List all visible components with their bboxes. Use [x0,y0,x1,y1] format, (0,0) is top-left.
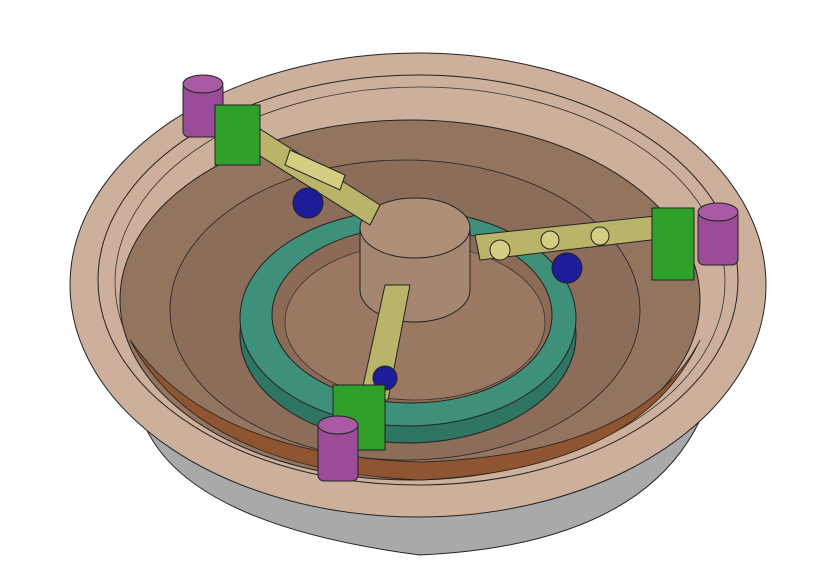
pivot [489,239,511,261]
purple-post-top [317,415,359,435]
blue-knob-icon [292,187,324,219]
arm-link [359,284,411,401]
blue-knob-icon [551,252,583,284]
arm-bottom[interactable] [317,284,411,482]
purple-post-top [182,74,224,94]
green-clamp [651,207,695,281]
purple-post-top [697,202,739,222]
pivot [540,230,560,250]
pivot [590,226,610,246]
arm-right[interactable] [474,202,739,284]
arm-link-2 [284,149,346,191]
green-clamp [214,104,261,166]
arm-top-left[interactable] [182,74,381,226]
dish-rim-line-1 [97,74,739,486]
copper-band [129,339,701,481]
center-cylinder-top [359,197,471,259]
